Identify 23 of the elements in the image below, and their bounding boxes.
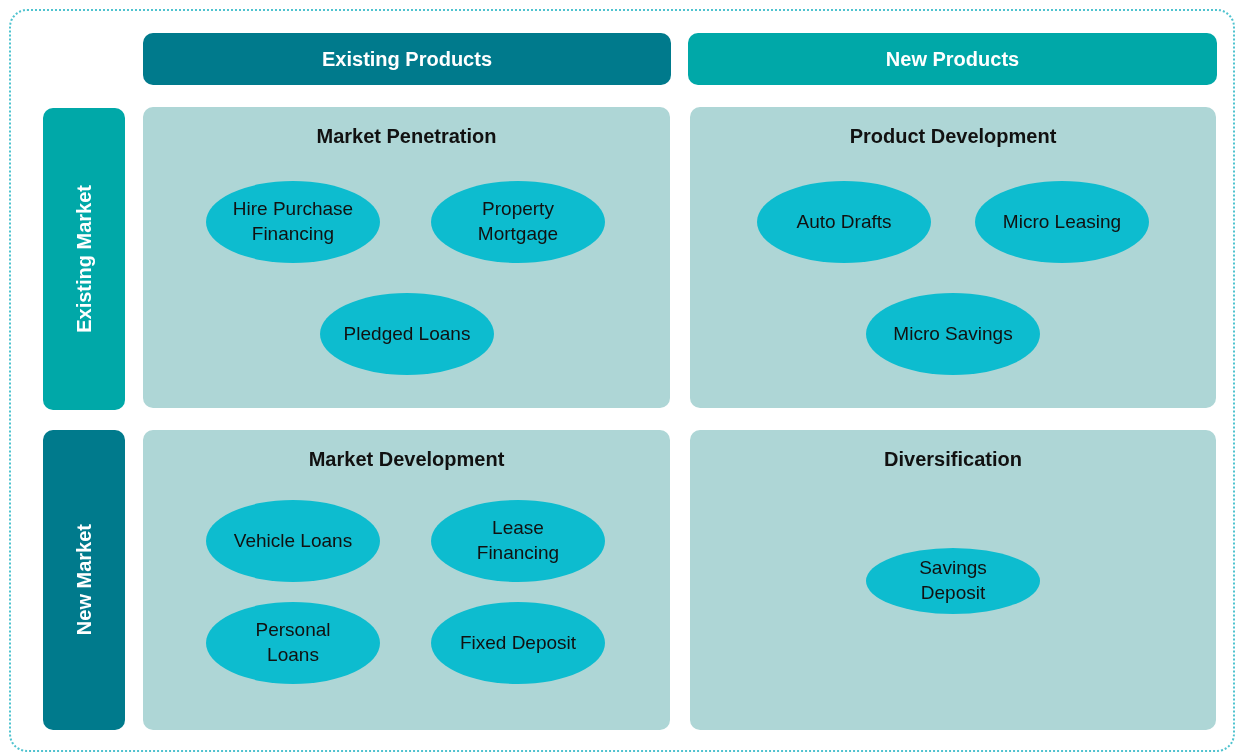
quadrant-panel — [143, 107, 670, 408]
strategy-ellipse: Lease Financing — [431, 500, 605, 582]
column-header: New Products — [688, 33, 1217, 85]
strategy-ellipse: Hire Purchase Financing — [206, 181, 380, 263]
quadrant-title: Market Development — [307, 448, 506, 471]
row-header: Existing Market — [43, 108, 125, 410]
strategy-ellipse: Micro Leasing — [975, 181, 1149, 263]
strategy-ellipse: Vehicle Loans — [206, 500, 380, 582]
strategy-ellipse: Savings Deposit — [866, 548, 1040, 614]
column-header: Existing Products — [143, 33, 671, 85]
quadrant-panel — [690, 430, 1216, 730]
strategy-ellipse: Personal Loans — [206, 602, 380, 684]
quadrant-title: Diversification — [883, 448, 1023, 471]
quadrant-title: Market Penetration — [315, 125, 498, 148]
strategy-ellipse: Micro Savings — [866, 293, 1040, 375]
quadrant-panel — [143, 430, 670, 730]
quadrant-panel — [690, 107, 1216, 408]
strategy-ellipse: Property Mortgage — [431, 181, 605, 263]
strategy-ellipse: Auto Drafts — [757, 181, 931, 263]
quadrant-title: Product Development — [848, 125, 1058, 148]
row-header: New Market — [43, 430, 125, 730]
strategy-ellipse: Fixed Deposit — [431, 602, 605, 684]
strategy-ellipse: Pledged Loans — [320, 293, 494, 375]
